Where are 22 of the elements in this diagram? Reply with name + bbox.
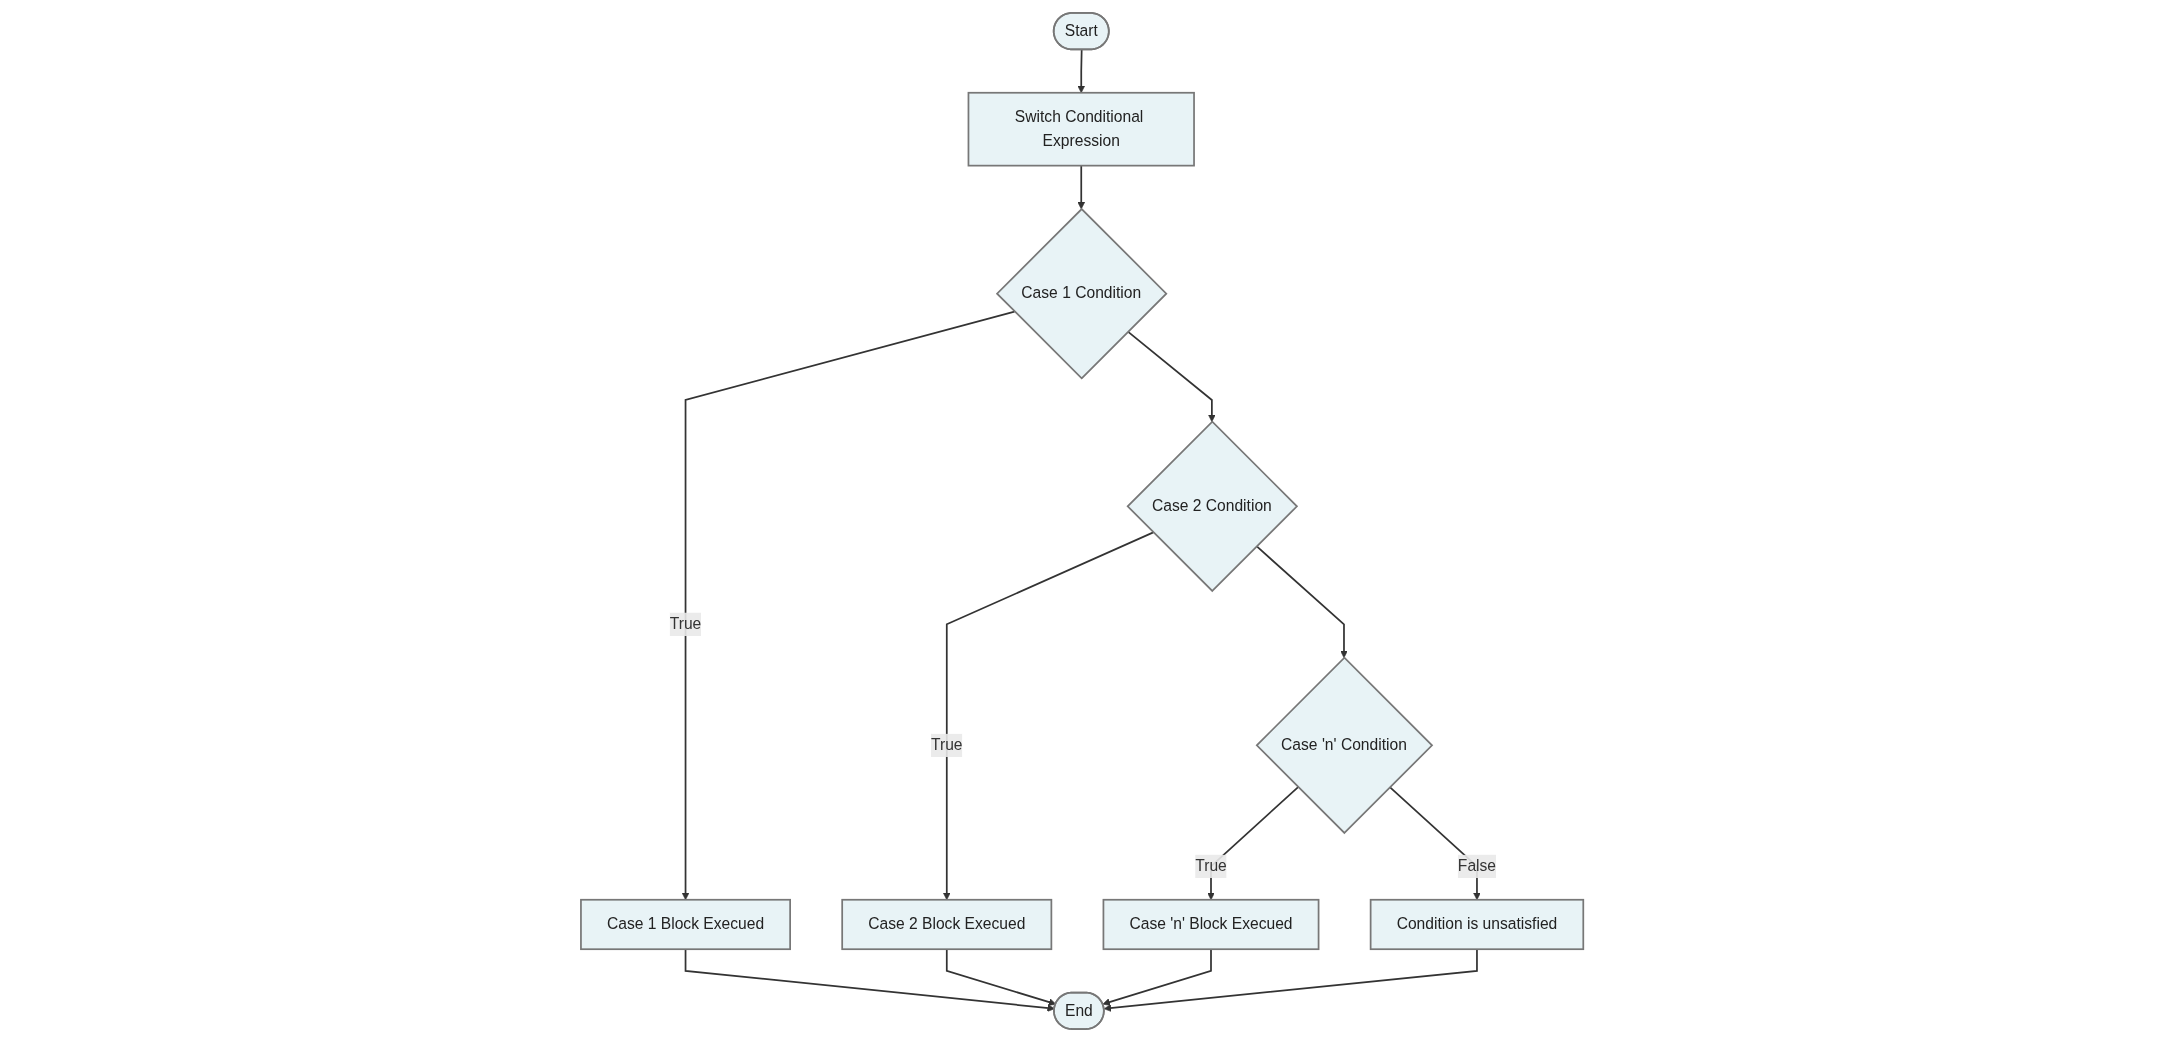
arrow [942, 531, 1155, 900]
node-diamond: Case 'n' Condition [1255, 656, 1434, 834]
arrow [1077, 164, 1085, 209]
node-box: Condition is unsatisfied [1369, 898, 1585, 950]
edge-label: True [930, 735, 963, 754]
arrow [945, 947, 1057, 1006]
node-diamond: Case 2 Condition [1126, 419, 1299, 592]
arrow [684, 947, 1055, 1012]
arrow [1103, 947, 1478, 1012]
arrow [1255, 544, 1348, 658]
arrow [681, 310, 1016, 900]
edge-label: False [1457, 856, 1496, 875]
arrow [1126, 330, 1216, 422]
arrow [1102, 947, 1212, 1006]
node-box: Case 'n' Block Execued [1102, 898, 1320, 950]
node-box: Case 2 Block Execued [841, 898, 1053, 950]
edge-label: True [1195, 856, 1227, 875]
node-diamond: Case 1 Condition [995, 207, 1168, 380]
edge-label: True [669, 614, 702, 633]
node-box: Case 1 Block Execued [579, 898, 791, 950]
arrow [1077, 48, 1085, 93]
node-box: Switch Conditional Expression [967, 91, 1195, 166]
